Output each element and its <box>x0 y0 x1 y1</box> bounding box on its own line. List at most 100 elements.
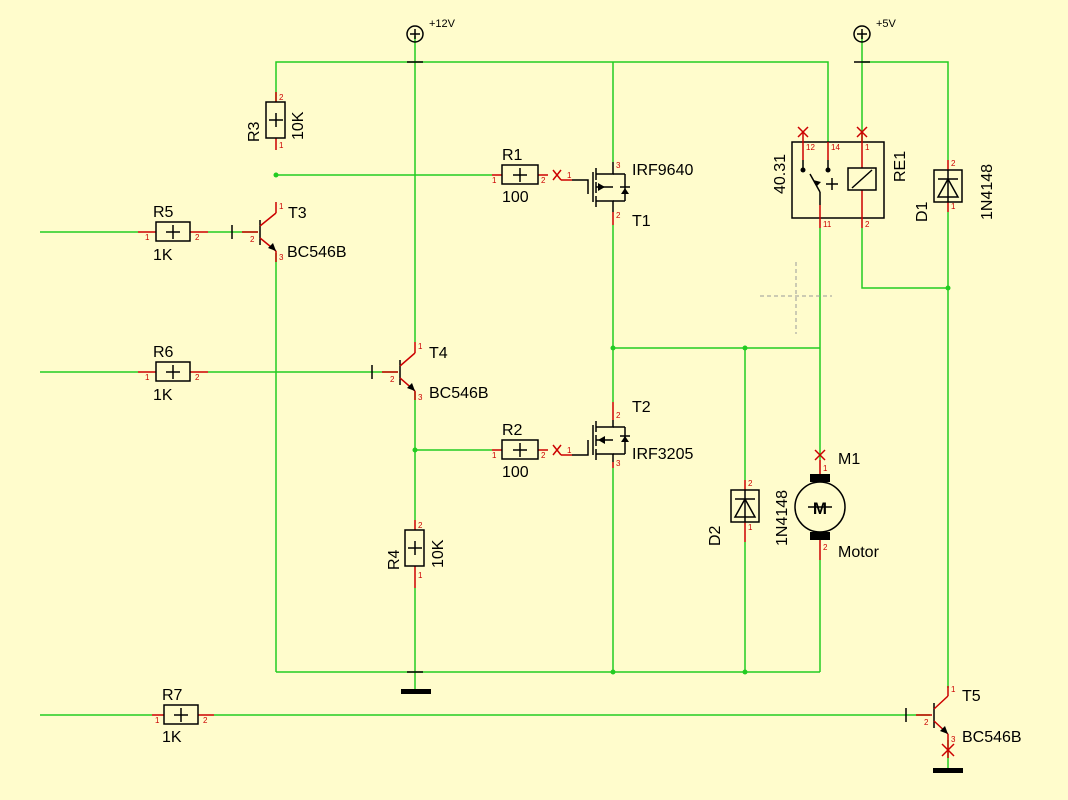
svg-text:1: 1 <box>951 202 956 211</box>
svg-text:2: 2 <box>541 451 546 460</box>
t4-ref: T4 <box>429 345 448 362</box>
svg-text:1: 1 <box>279 202 284 211</box>
r1-value: 100 <box>502 189 529 206</box>
svg-text:2: 2 <box>418 521 423 530</box>
svg-text:2: 2 <box>616 211 621 220</box>
r2-ref: R2 <box>502 422 523 439</box>
junction-dot <box>412 447 418 453</box>
svg-text:2: 2 <box>924 718 929 727</box>
resistor-r7: 1 2 R7 1K <box>152 687 214 746</box>
t5-value: BC546B <box>962 729 1022 746</box>
t1-value: IRF9640 <box>632 162 693 179</box>
d1-ref: D1 <box>914 201 931 222</box>
supply-12v: +12V <box>406 18 456 43</box>
svg-text:1: 1 <box>145 373 150 382</box>
svg-text:1: 1 <box>951 685 956 694</box>
junction-dot <box>610 345 616 351</box>
t4-value: BC546B <box>429 385 489 402</box>
svg-text:3: 3 <box>616 161 621 170</box>
relay-re1: 12 14 1 11 2 40.31 RE1 <box>772 126 909 229</box>
svg-text:3: 3 <box>951 735 956 744</box>
t3-ref: T3 <box>288 205 307 222</box>
junctions <box>273 172 951 675</box>
transistor-t4: 1 2 3 T4 BC546B <box>382 342 489 402</box>
re1-ref: RE1 <box>892 151 909 182</box>
resistor-r3: 2 1 R3 10K <box>246 92 307 150</box>
resistor-r2: 1 2 R2 100 <box>492 422 548 481</box>
r3-value: 10K <box>290 111 307 140</box>
svg-text:1: 1 <box>155 716 160 725</box>
re1-value: 40.31 <box>772 154 789 194</box>
junction-dot <box>273 172 279 178</box>
svg-text:1: 1 <box>145 233 150 242</box>
r6-value: 1K <box>153 387 173 404</box>
mosfet-t2: 2 1 3 T2 IRF3205 <box>552 399 693 468</box>
supply-12v-label: +12V <box>429 18 456 30</box>
svg-text:2: 2 <box>823 543 828 552</box>
r2-value: 100 <box>502 464 529 481</box>
resistor-r6: 1 2 R6 1K <box>138 344 208 404</box>
t2-ref: T2 <box>632 399 651 416</box>
svg-text:2: 2 <box>203 716 208 725</box>
d1-value: 1N4148 <box>979 164 996 220</box>
svg-text:2: 2 <box>195 373 200 382</box>
r4-ref: R4 <box>386 549 403 570</box>
resistor-r4: 21 R4 10K <box>386 520 447 588</box>
svg-text:2: 2 <box>250 235 255 244</box>
t5-ref: T5 <box>962 688 981 705</box>
d2-ref: D2 <box>707 525 724 546</box>
svg-text:1: 1 <box>567 171 572 180</box>
motor-symbol: M <box>813 499 827 518</box>
svg-text:1: 1 <box>279 141 284 150</box>
svg-text:14: 14 <box>831 143 840 152</box>
motor-m1: M 1 2 M1 Motor <box>794 449 880 561</box>
svg-text:1: 1 <box>823 464 828 473</box>
svg-text:1: 1 <box>748 523 753 532</box>
t1-ref: T1 <box>632 213 651 230</box>
svg-text:1: 1 <box>567 446 572 455</box>
svg-text:3: 3 <box>418 393 423 402</box>
transistor-t3: 1 2 3 T3 BC546B <box>242 202 347 262</box>
m1-value: Motor <box>838 544 880 561</box>
junction-dot <box>742 669 748 675</box>
r3-ref: R3 <box>246 121 263 142</box>
svg-text:2: 2 <box>865 220 870 229</box>
svg-text:1: 1 <box>865 143 870 152</box>
resistor-r1: 1 2 R1 100 <box>492 147 548 206</box>
svg-text:1: 1 <box>418 342 423 351</box>
svg-text:2: 2 <box>541 176 546 185</box>
svg-text:3: 3 <box>279 253 284 262</box>
m1-ref: M1 <box>838 451 860 468</box>
svg-text:2: 2 <box>279 93 284 102</box>
supply-5v-label: +5V <box>876 18 897 30</box>
junction-dot <box>945 285 951 291</box>
svg-text:2: 2 <box>616 411 621 420</box>
transistor-t5: 1 2 3 T5 BC546B <box>916 685 1022 758</box>
d2-value: 1N4148 <box>774 490 791 546</box>
mosfet-t1: 3 1 2 IRF9640 T1 <box>552 161 693 230</box>
r6-ref: R6 <box>153 344 174 361</box>
t2-value: IRF3205 <box>632 446 693 463</box>
svg-text:11: 11 <box>823 220 832 229</box>
svg-text:2: 2 <box>195 233 200 242</box>
wires <box>40 36 949 768</box>
diode-d1: 2 1 D1 1N4148 <box>914 159 996 222</box>
svg-text:2: 2 <box>390 375 395 384</box>
svg-text:1: 1 <box>492 451 497 460</box>
svg-text:12: 12 <box>806 143 815 152</box>
svg-text:2: 2 <box>748 479 753 488</box>
r7-ref: R7 <box>162 687 183 704</box>
r7-value: 1K <box>162 729 182 746</box>
t3-value: BC546B <box>287 244 347 261</box>
svg-text:1: 1 <box>418 571 423 580</box>
connection-ticks <box>231 61 907 722</box>
svg-text:1: 1 <box>492 176 497 185</box>
svg-text:3: 3 <box>616 459 621 468</box>
diode-d2: 2 1 D2 1N4148 <box>707 479 791 546</box>
r5-ref: R5 <box>153 204 174 221</box>
svg-text:2: 2 <box>951 159 956 168</box>
r1-ref: R1 <box>502 147 523 164</box>
junction-dot <box>610 669 616 675</box>
